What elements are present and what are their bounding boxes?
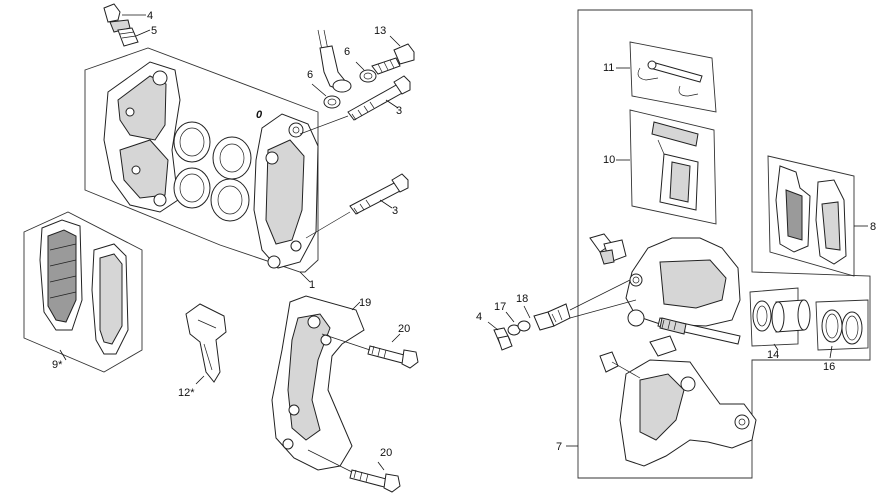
callout-6-upper: 6 (344, 46, 350, 58)
callout-19: 19 (359, 297, 371, 309)
callout-16: 16 (823, 361, 835, 373)
pad-retaining-spring (185, 303, 227, 383)
rear-piston-seals (815, 299, 869, 351)
banjo-bolt (371, 43, 415, 75)
sealing-washer-upper (359, 69, 377, 83)
callout-1: 1 (309, 279, 315, 291)
rear-caliper-bracket (599, 335, 757, 467)
callout-6-lower: 6 (307, 69, 313, 81)
rear-slide-pin-lower (657, 317, 741, 345)
caliper-mounting-bolt-lower (349, 173, 409, 215)
front-caliper-assembly (84, 3, 415, 283)
rear-caliper-piston (749, 287, 811, 347)
front-brake-pads (23, 211, 143, 373)
callout-20-upper: 20 (398, 323, 410, 335)
callout-9: 9* (52, 359, 63, 371)
caliper-pistons (173, 121, 252, 222)
callout-20-lower: 20 (380, 447, 392, 459)
bracket-bolt-upper (367, 345, 419, 369)
sealing-washer-lower (323, 95, 341, 109)
pad-pin-with-clips (629, 41, 717, 113)
anti-rattle-spring (629, 109, 717, 225)
rear-caliper-body (625, 237, 741, 327)
rear-caliper-group-frame (577, 9, 871, 479)
rear-bleeder-parts (493, 279, 637, 351)
callout-0: 0 (256, 109, 263, 121)
callout-11: 11 (603, 62, 614, 74)
rear-slide-pin-upper (589, 233, 627, 265)
callout-18: 18 (516, 293, 528, 305)
callout-8: 8 (870, 221, 876, 233)
bracket-bolt-lower (349, 469, 401, 493)
callout-3-lower: 3 (392, 205, 398, 217)
callout-14: 14 (767, 349, 779, 361)
brake-hose-and-banjo (317, 29, 352, 93)
callout-5: 5 (151, 25, 157, 37)
callout-3-upper: 3 (396, 105, 402, 117)
caliper-half-left (103, 61, 181, 213)
bleeder-cap-and-valve (103, 3, 139, 47)
callout-17: 17 (494, 301, 506, 313)
callout-4-right: 4 (476, 311, 482, 323)
callout-4-top: 4 (147, 10, 153, 22)
callout-10: 10 (603, 154, 615, 166)
rear-caliper-group (566, 9, 871, 479)
callout-13: 13 (374, 25, 386, 37)
caliper-half-right (253, 113, 319, 269)
callout-7: 7 (556, 441, 562, 453)
rear-brake-pads (767, 155, 855, 277)
front-caliper-group-frame (84, 47, 319, 273)
caliper-mounting-bolt-upper (347, 75, 411, 121)
front-caliper-bracket (271, 295, 365, 471)
callout-12: 12* (178, 387, 195, 399)
